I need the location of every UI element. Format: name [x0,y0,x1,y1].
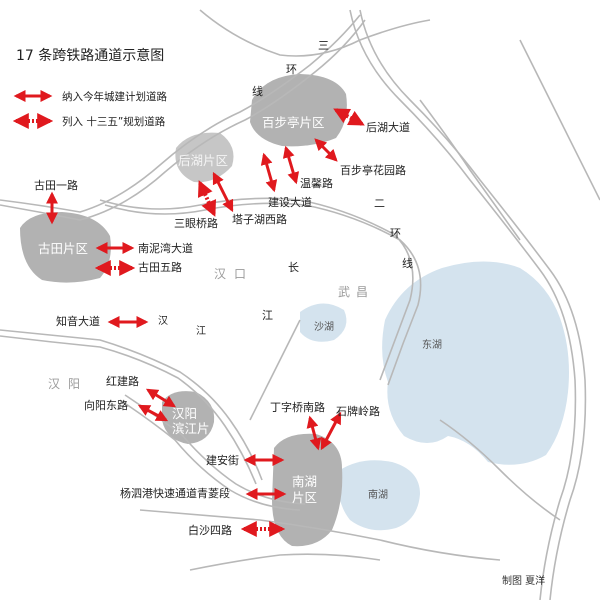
nanhu-district-shape [272,433,343,547]
district-label-nanhu: 南湖 片区 [292,474,318,505]
ring2-label-1: 二 [374,197,385,210]
road-label-yangsigang: 杨泗港快速通道青菱段 [120,487,230,500]
region-label-hankou-1: 汉 [214,267,227,281]
ring3-label-1: 三 [318,39,329,52]
road-label-sanyanqiao: 三眼桥路 [174,217,218,230]
road-label-shipailing: 石牌岭路 [336,405,380,418]
road-label-gutian-1: 古田一路 [34,179,78,192]
region-label-wuchang-2: 昌 [356,285,369,299]
district-label-houhu: 后湖片区 [178,153,229,168]
arrow-shipailing [320,411,342,451]
legend-arrows [12,90,54,129]
arrow-wenxin [282,145,300,185]
road-label-nanniwan: 南泥湾大道 [138,242,193,255]
road-label-baisha-4: 白沙四路 [188,524,232,537]
road-label-dingziqiao-nan: 丁字桥南路 [270,401,325,414]
lake-label-donghu: 东湖 [422,340,442,351]
road-label-hongjian: 红建路 [106,375,139,388]
road-label-houhu-dadao: 后湖大道 [366,121,410,134]
road-arrows [46,108,365,537]
map-title: 17 条跨铁路通道示意图 [16,48,165,64]
road-label-tazihu-xi: 塔子湖西路 [232,213,287,226]
water-bodies [105,261,569,531]
map-credit: 制图 夏洋 [502,576,546,587]
ring2-label-3: 线 [402,257,413,270]
road-label-gutian-5: 古田五路 [138,261,182,274]
houhu-shape [175,132,234,183]
district-label-baibuting: 百步亭片区 [262,115,325,130]
lake-label-shahu: 沙湖 [314,322,334,333]
gutian-shape [20,212,111,283]
legend-label-planned-13th: 列入 十三五”规划道路 [62,116,166,128]
arrow-sanyanqiao [197,180,217,217]
baibuting-shape [250,74,347,147]
road-label-jianshe: 建设大道 [268,196,312,209]
road-label-baibuting-huayuan: 百步亭花园路 [340,164,406,177]
road-label-xiangyang-dong: 向阳东路 [84,399,128,412]
region-label-hanyang-1: 汉 [48,377,61,391]
ring2-label-2: 环 [390,227,401,240]
district-label-gutian: 古田片区 [38,241,89,256]
donghu-lake [382,261,569,465]
road-label-jian-an: 建安街 [206,454,239,467]
arrow-baibuting-huayuan [314,138,338,162]
arrow-xiangyang-dong [137,404,169,422]
legend-label-planned-city: 纳入今年城建计划道路 [62,91,167,103]
district-label-hanyang-binjiang: 汉阳 滨江片 [172,406,210,436]
region-label-hankou-2: 口 [234,267,247,281]
nanhu-lake [338,460,420,531]
region-label-wuchang-1: 武 [338,285,351,299]
arrow-dingziqiao-nan [306,415,322,451]
river-label-han-1: 汉 [158,316,168,327]
road-label-zhiyin: 知音大道 [56,315,100,328]
river-label-chang-2: 江 [262,309,273,322]
river-label-chang-1: 长 [288,261,299,274]
road-label-wenxin: 温馨路 [300,177,333,190]
arrow-houhu-dadao [333,108,365,126]
arrow-hongjian [145,388,177,408]
ring3-label-3: 线 [252,85,263,98]
arrow-jianshe [260,152,278,193]
ring3-label-2: 环 [286,63,297,76]
region-label-hanyang-2: 阳 [68,377,81,391]
arrow-tazihu-xi [212,171,234,213]
district-shapes [20,74,347,547]
river-label-han-2: 江 [196,326,206,337]
hanjiang-river [105,275,236,350]
lake-label-nanhu: 南湖 [368,490,388,501]
shahu-lake [300,303,347,342]
